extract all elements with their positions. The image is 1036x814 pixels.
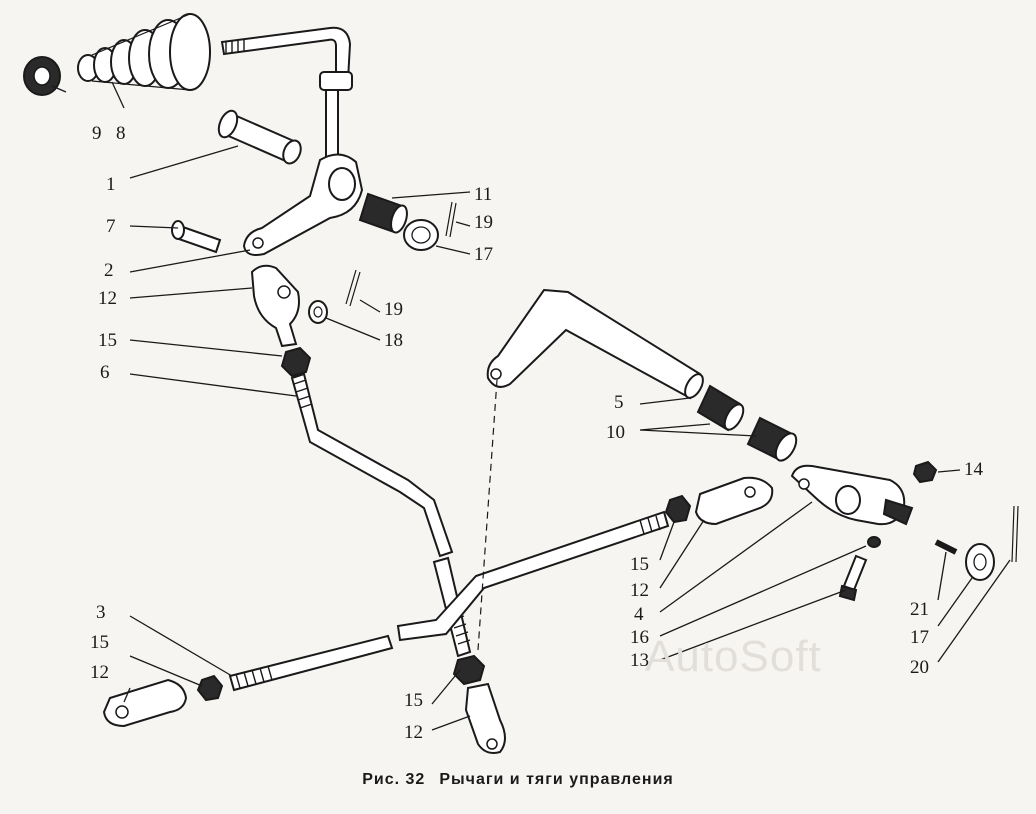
part-3-rod: [228, 510, 670, 692]
part-12-clevis-right: [694, 476, 774, 526]
part-15-nut-bottom: [452, 654, 486, 686]
part-19-cotter-pin-top: [445, 201, 457, 238]
part-13-bolt: [838, 554, 868, 602]
callout-3: 3: [96, 602, 106, 623]
part-12-clevis-top: [250, 264, 300, 348]
callout-10: 10: [606, 422, 625, 443]
part-7-bolt: [171, 220, 222, 254]
part-15-nut-left: [196, 674, 224, 702]
part-14-nut: [912, 460, 938, 484]
part-18-washer: [308, 300, 328, 324]
callout-1: 1: [106, 174, 116, 195]
callout-numbers: 9 8 1 7 2 11 19 17 12 19 18 15 6 5 10 14…: [90, 123, 984, 743]
figure-title: Рычаги и тяги управления: [439, 771, 674, 788]
callout-5: 5: [614, 392, 624, 413]
part-12-clevis-bottom: [464, 682, 506, 754]
leader-lines: [51, 81, 1011, 731]
callout-17-right: 17: [910, 627, 929, 648]
part-12-clevis-left: [102, 678, 188, 728]
figure-number: Рис. 32: [362, 771, 426, 788]
part-10-bearings: [696, 384, 798, 462]
callout-15-left: 15: [90, 632, 109, 653]
part-15-nut-top: [280, 346, 312, 378]
callout-12-top: 12: [98, 288, 117, 309]
callout-8: 8: [116, 123, 126, 144]
callout-16: 16: [630, 627, 649, 648]
assembly-axis-dashed: [477, 379, 498, 651]
callout-12-right: 12: [630, 580, 649, 601]
part-21-key: [934, 539, 958, 555]
part-4-lever: [790, 464, 914, 526]
callout-13: 13: [630, 650, 649, 671]
watermark: AutoSoft: [645, 632, 822, 681]
callout-15-top: 15: [98, 330, 117, 351]
part-5-lever-shaft: [486, 288, 704, 400]
part-17-washer-top: [403, 219, 439, 251]
part-9-ring: [23, 56, 61, 96]
figure-caption: Рис. 32 Рычаги и тяги управления: [0, 771, 1036, 789]
part-20-pin: [1011, 505, 1019, 563]
callout-19-mid: 19: [384, 299, 403, 320]
upper-cranked-rod: [220, 26, 353, 159]
part-1-pin: [217, 109, 302, 165]
callout-4: 4: [634, 604, 644, 625]
callout-15-right: 15: [630, 554, 649, 575]
part-16-spring-washer: [867, 536, 881, 548]
part-2-lever: [242, 153, 364, 256]
callout-11: 11: [474, 184, 492, 205]
callout-6: 6: [100, 362, 110, 383]
callout-2: 2: [104, 260, 114, 281]
callout-7: 7: [106, 216, 116, 237]
part-19-cotter-pin-mid: [345, 269, 361, 307]
callout-12-bottom: 12: [404, 722, 423, 743]
callout-12-left: 12: [90, 662, 109, 683]
callout-9: 9: [92, 123, 102, 144]
callout-20: 20: [910, 657, 929, 678]
callout-14: 14: [964, 459, 984, 480]
callout-15-bottom: 15: [404, 690, 423, 711]
part-8-boot: [77, 13, 211, 91]
callout-17-top: 17: [474, 244, 493, 265]
part-15-nut-right: [664, 494, 692, 524]
callout-19-top: 19: [474, 212, 493, 233]
part-17-washer-right: [965, 543, 995, 581]
part-11-bearing: [358, 192, 408, 234]
callout-21: 21: [910, 599, 929, 620]
callout-18: 18: [384, 330, 403, 351]
